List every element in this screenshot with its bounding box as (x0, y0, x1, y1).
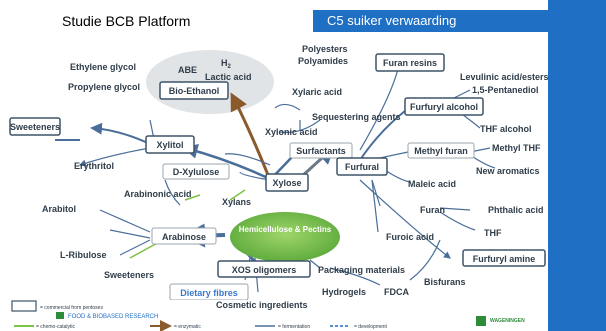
label-thf-alcohol: THF alcohol (480, 124, 532, 134)
label-lactic-acid: Lactic acid (205, 72, 252, 82)
label-polyesters: Polyesters (302, 44, 348, 54)
label-l-ribulose: L-Ribulose (60, 250, 107, 260)
label-pentanediol: 1,5-Pentanediol (472, 85, 539, 95)
label-sweeteners: Sweeteners (104, 270, 154, 280)
label-furan: Furan (420, 205, 445, 215)
label-abe: ABE (178, 65, 197, 75)
svg-text:Furfural: Furfural (345, 162, 379, 172)
label-thf: THF (484, 228, 502, 238)
svg-text:XOS oligomers: XOS oligomers (232, 265, 297, 275)
legend-enzymatic-label: = enzymatic (174, 324, 201, 330)
center-node-label: Hemicellulose & Pectins (239, 225, 332, 234)
label-xylonic-acid: Xylonic acid (265, 127, 318, 137)
svg-text:Furfuryl alcohol: Furfuryl alcohol (410, 102, 478, 112)
node-furfuryl-alcohol: Furfuryl alcohol (404, 97, 484, 116)
label-packaging: Packaging materials (318, 265, 405, 275)
svg-text:Xylose: Xylose (272, 178, 301, 188)
label-polyamides: Polyamides (298, 56, 348, 66)
legend-commercial-label: = commercial from pentoses (40, 305, 103, 311)
node-xylose: Xylose (265, 173, 309, 192)
wageningen-logo-mark (476, 316, 486, 326)
svg-text:Dietary fibres: Dietary fibres (180, 288, 238, 298)
label-bisfurans: Bisfurans (424, 277, 466, 287)
legend-chemo-label: = chemo-catalytic (36, 324, 76, 330)
svg-text:Furfuryl amine: Furfuryl amine (473, 254, 536, 264)
hemicellulose-center-node (230, 212, 340, 262)
node-surfactants: Surfactants (289, 142, 353, 159)
label-xylans: Xylans (222, 197, 251, 207)
node-bio-ethanol: Bio-Ethanol (159, 81, 229, 100)
label-phthalic-acid: Phthalic acid (488, 205, 544, 215)
right-accent-band (548, 0, 606, 331)
legend-fermentation-label: = fermentation (278, 324, 310, 330)
label-fdca: FDCA (384, 287, 409, 297)
label-arabitol: Arabitol (42, 204, 76, 214)
label-levulinic: Levulinic acid/esters (460, 72, 548, 82)
node-xos-oligomers: XOS oligomers (217, 260, 311, 278)
label-ethylene-glycol: Ethylene glycol (70, 62, 136, 72)
label-maleic-acid: Maleic acid (408, 179, 456, 189)
label-methyl-thf: Methyl THF (492, 143, 541, 153)
svg-text:Xylitol: Xylitol (156, 140, 183, 150)
node-sweeteners-box: Sweeteners (9, 117, 61, 136)
label-furoic-acid: Furoic acid (386, 232, 434, 242)
label-erythritol: Erythritol (74, 161, 114, 171)
node-xylitol: Xylitol (145, 135, 195, 154)
svg-text:Methyl furan: Methyl furan (414, 146, 468, 156)
node-arabinose: Arabinose (151, 227, 217, 245)
label-new-aromatics: New aromatics (476, 166, 540, 176)
node-furfuryl-amine: Furfuryl amine (462, 249, 546, 267)
label-hydrogels: Hydrogels (322, 287, 366, 297)
org-name: FOOD & BIOBASED RESEARCH (68, 314, 158, 320)
label-h2: H2 (221, 58, 232, 70)
wageningen-logo-text: WAGENINGEN (490, 318, 525, 324)
legend-development-label: = development (354, 324, 388, 330)
node-d-xylulose: D-Xylulose (162, 163, 230, 180)
c5-valorisation-diagram: Hemicellulose & Pectins Bio-Ethanol Swee… (9, 44, 548, 300)
node-furfural: Furfural (336, 157, 388, 176)
svg-text:Furan resins: Furan resins (383, 58, 437, 68)
svg-text:D-Xylulose: D-Xylulose (173, 167, 220, 177)
label-sequestering-agents: Sequestering agents (312, 112, 401, 122)
svg-text:Sweeteners: Sweeteners (10, 122, 60, 132)
node-methyl-furan: Methyl furan (407, 142, 475, 159)
label-xylaric-acid: Xylaric acid (292, 87, 342, 97)
label-propylene-glycol: Propylene glycol (68, 82, 140, 92)
label-arabinonic-acid: Arabinonic acid (124, 189, 192, 199)
svg-text:Arabinose: Arabinose (162, 232, 206, 242)
legend-bar: = commercial from pentoses Cosmetic ingr… (0, 300, 548, 331)
node-furan-resins: Furan resins (375, 53, 445, 72)
svg-text:Surfactants: Surfactants (296, 146, 346, 156)
org-logo-mark (56, 312, 64, 319)
plain-labels: Ethylene glycol Propylene glycol ABE H2 … (42, 44, 548, 297)
cosmetic-ingredients-label: Cosmetic ingredients (216, 300, 308, 310)
svg-text:Bio-Ethanol: Bio-Ethanol (169, 86, 220, 96)
legend-commercial-swatch (11, 300, 37, 312)
node-dietary-fibres: Dietary fibres (169, 283, 249, 300)
slide-title: Studie BCB Platform (62, 13, 191, 29)
section-title-banner: C5 suiker verwaarding (313, 10, 548, 32)
